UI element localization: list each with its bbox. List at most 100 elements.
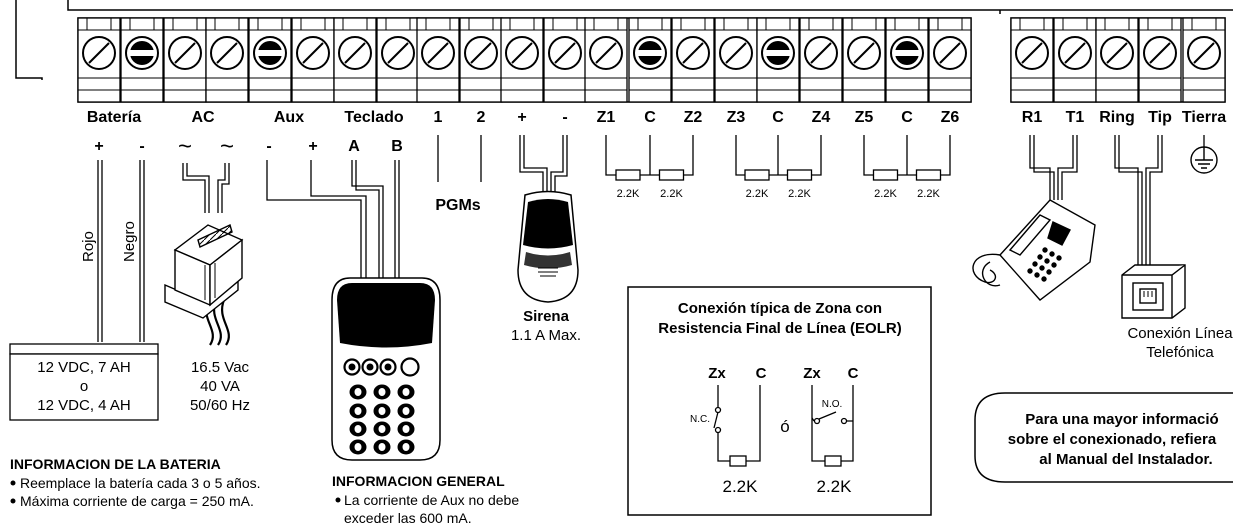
info-line-2: sobre el conexionado, refiera — [1008, 431, 1217, 448]
terminal-z1 — [584, 17, 628, 103]
label-aux: Aux — [274, 109, 304, 126]
label-t1: T1 — [1066, 109, 1085, 126]
battery-spec-2: 12 VDC, 4 AH — [37, 397, 130, 414]
zone-resistor — [658, 169, 685, 181]
label-tip: Tip — [1148, 109, 1172, 126]
terminal-siren-pos — [500, 17, 544, 103]
eolr-no-label: N.O. — [822, 399, 843, 410]
terminal-z2 — [671, 17, 715, 103]
wire-label-rojo: Rojo — [80, 231, 97, 262]
terminal-tip — [1138, 17, 1182, 103]
pgms-label: PGMs — [435, 197, 480, 214]
bat-positive-sign: + — [94, 138, 103, 155]
eolr-zx-2: Zx — [803, 365, 821, 382]
eolr-nc-label: N.C. — [690, 414, 710, 425]
eolr-resistor-1: 2.2K — [723, 477, 759, 496]
transformer-spec-voltage: 16.5 Vac — [191, 359, 250, 376]
eolr-resistor-2: 2.2K — [817, 477, 853, 496]
zone-resistor — [915, 169, 942, 181]
terminal-r1 — [1010, 17, 1054, 103]
zone-resistor-label: 2.2K — [660, 188, 683, 200]
zone-resistor-label: 2.2K — [746, 188, 769, 200]
eolr-box: Conexión típica de Zona con Resistencia … — [627, 286, 932, 516]
telephone-keys — [1027, 247, 1062, 282]
terminal-ring — [1095, 17, 1139, 103]
general-info-item-1: La corriente de Aux no debe — [344, 492, 519, 508]
siren-label: Sirena — [523, 308, 570, 325]
label-bateria: Batería — [87, 109, 141, 126]
eolr-title-line2: Resistencia Final de Línea (EOLR) — [658, 320, 901, 337]
battery: 12 VDC, 7 AH o 12 VDC, 4 AH — [9, 343, 159, 421]
battery-spec-1: 12 VDC, 7 AH — [37, 359, 130, 376]
info-line-3: al Manual del Instalador. — [1039, 451, 1212, 468]
label-z3: Z3 — [727, 109, 746, 126]
label-z6: Z6 — [941, 109, 960, 126]
label-c3: C — [901, 109, 913, 126]
zone-resistor-label: 2.2K — [917, 188, 940, 200]
ground-icon — [1190, 146, 1218, 174]
label-pgm2: 2 — [477, 109, 486, 126]
keypad-enter-key — [400, 357, 420, 377]
polarity-labels: + - ~ ~ - + A B — [94, 133, 402, 160]
wire-label-negro: Negro — [121, 221, 138, 262]
terminal-bat-neg — [120, 17, 164, 103]
label-z1: Z1 — [597, 109, 616, 126]
ac-tilde-2: ~ — [220, 133, 234, 160]
terminal-z5 — [842, 17, 886, 103]
keypad-keys — [343, 357, 420, 455]
terminal-z4 — [799, 17, 843, 103]
zone-resistor-pair: 2.2K 2.2K — [605, 135, 694, 200]
label-teclado: Teclado — [344, 109, 404, 126]
zone-resistor — [786, 169, 813, 181]
terminal-t1 — [1053, 17, 1097, 103]
terminal-z6 — [928, 17, 972, 103]
eolr-c-2: C — [848, 365, 859, 382]
eolr-title-line1: Conexión típica de Zona con — [678, 300, 882, 317]
zone-resistor — [872, 169, 899, 181]
label-siren-positive: + — [517, 109, 526, 126]
eolr-or: ó — [780, 417, 789, 436]
zone-resistor-pair: 2.2K 2.2K — [735, 135, 822, 200]
general-info-item-2: exceder las 600 mA. — [344, 510, 472, 525]
battery-info-bullet-1 — [10, 480, 16, 486]
terminal-pgm-1 — [416, 17, 460, 103]
terminal-c1 — [628, 17, 672, 103]
label-r1: R1 — [1022, 109, 1043, 126]
terminal-aux-pos — [291, 17, 335, 103]
terminal-c3 — [885, 17, 929, 103]
label-siren-negative: - — [562, 109, 567, 126]
phone-jack-icon — [1121, 264, 1186, 319]
zone-resistor — [615, 169, 641, 181]
label-pgm1: 1 — [434, 109, 443, 126]
aux-positive-sign: + — [308, 138, 317, 155]
siren-rating: 1.1 A Max. — [511, 327, 581, 344]
zone-resistor-label: 2.2K — [788, 188, 811, 200]
terminal-z3 — [714, 17, 758, 103]
siren-icon — [517, 190, 579, 303]
terminal-kp-a — [333, 17, 377, 103]
telephone-icon — [972, 199, 1096, 301]
label-z5: Z5 — [855, 109, 874, 126]
label-tierra: Tierra — [1182, 109, 1226, 126]
label-ac: AC — [191, 109, 215, 126]
terminal-labels: Batería AC Aux Teclado 1 2 + - Z1 C Z2 Z… — [87, 109, 1226, 126]
general-info-bullet-1 — [335, 497, 341, 503]
terminal-kp-b — [376, 17, 420, 103]
eolr-zx-1: Zx — [708, 365, 726, 382]
terminal-ac-1 — [163, 17, 207, 103]
phone-line-label-1: Conexión Línea — [1127, 325, 1233, 342]
label-c2: C — [772, 109, 784, 126]
info-line-1: Para una mayor informació — [1025, 411, 1218, 428]
eolr-c-1: C — [756, 365, 767, 382]
transformer-icon — [164, 224, 244, 319]
keypad-icon — [331, 277, 441, 461]
battery-info-item-2: Máxima corriente de carga = 250 mA. — [20, 493, 254, 509]
zone-resistor-label: 2.2K — [617, 188, 640, 200]
battery-spec-or: o — [80, 378, 88, 395]
terminal-pgm-2 — [459, 17, 503, 103]
zone-resistor — [744, 169, 770, 181]
manual-info-box: Para una mayor informació sobre el conex… — [974, 392, 1233, 483]
battery-info-item-1: Reemplace la batería cada 3 o 5 años. — [20, 475, 261, 491]
